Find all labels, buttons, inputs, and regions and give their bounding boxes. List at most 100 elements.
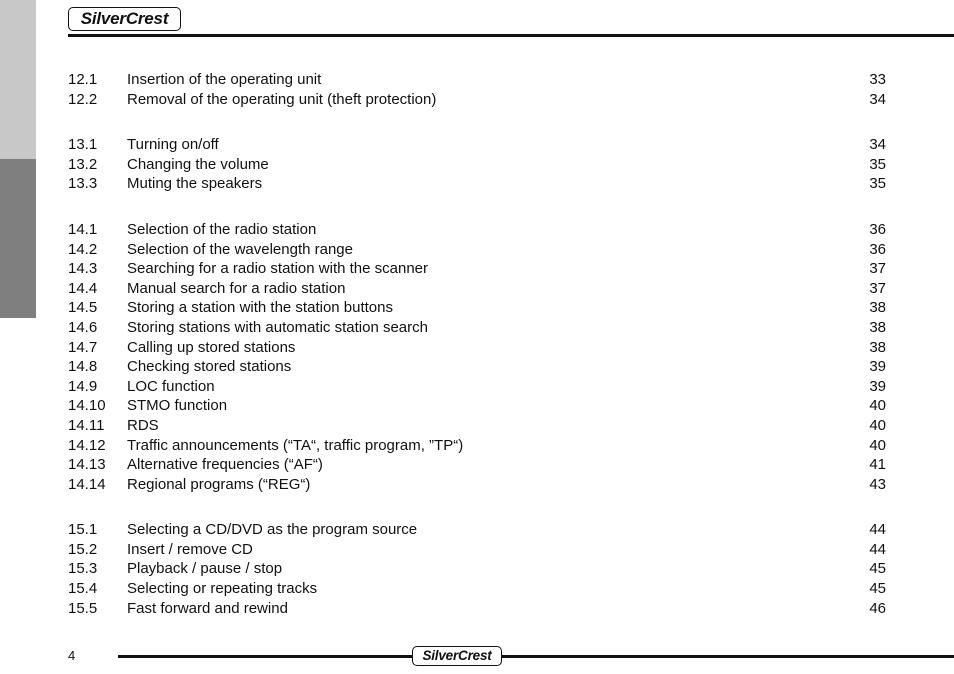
toc-entry: 14.7 Calling up stored stations 38 xyxy=(68,338,888,358)
toc-entry-number: 14.7 xyxy=(68,338,98,356)
toc-entry-page: 46 xyxy=(869,599,886,617)
toc-entry: 14.12 Traffic announcements (“TA“, traff… xyxy=(68,436,888,456)
toc-entry-number: 15.2 xyxy=(68,540,98,558)
table-of-contents: 12.1 Insertion of the operating unit 33 … xyxy=(68,70,888,644)
toc-section-14: 14.1 Selection of the radio station 36 1… xyxy=(68,220,888,494)
toc-entry-title: Turning on/off xyxy=(127,136,219,154)
toc-entry-number: 15.4 xyxy=(68,580,98,598)
toc-entry: 13.3 Muting the speakers 35 xyxy=(68,174,888,194)
toc-entry: 14.13 Alternative frequencies (“AF“) 41 xyxy=(68,455,888,475)
toc-entry-title: Insertion of the operating unit xyxy=(127,71,322,88)
toc-entry-title: Removal of the operating unit (theft pro… xyxy=(127,90,437,108)
toc-entry-page: 44 xyxy=(869,540,886,558)
toc-entry-page: 33 xyxy=(869,71,886,88)
toc-entry-title: Muting the speakers xyxy=(127,175,263,193)
toc-entry-number: 13.2 xyxy=(68,155,98,173)
toc-entry-page: 41 xyxy=(869,456,886,474)
toc-entry-title: Storing a station with the station butto… xyxy=(127,299,393,317)
toc-section-12: 12.1 Insertion of the operating unit 33 … xyxy=(68,70,888,109)
toc-entry-page: 34 xyxy=(869,90,886,108)
toc-section-15: 15.1 Selecting a CD/DVD as the program s… xyxy=(68,520,888,618)
toc-entry-page: 35 xyxy=(869,175,886,193)
header-divider xyxy=(68,34,954,37)
toc-entry-page: 38 xyxy=(869,318,886,336)
toc-entry-number: 14.2 xyxy=(68,240,98,258)
toc-entry-number: 12.2 xyxy=(68,90,98,108)
toc-entry-title: Regional programs (“REG“) xyxy=(127,475,311,493)
toc-entry: 14.3 Searching for a radio station with … xyxy=(68,259,888,279)
page-number: 4 xyxy=(68,648,76,663)
toc-entry-title: STMO function xyxy=(127,397,228,415)
toc-entry-number: 15.5 xyxy=(68,599,98,617)
toc-entry: 14.8 Checking stored stations 39 xyxy=(68,357,888,377)
toc-entry: 15.4 Selecting or repeating tracks 45 xyxy=(68,579,888,599)
toc-entry-title: Manual search for a radio station xyxy=(127,279,346,297)
toc-entry-page: 39 xyxy=(869,358,886,376)
toc-entry-page: 36 xyxy=(869,220,886,238)
toc-entry-title: Storing stations with automatic station … xyxy=(127,318,428,336)
toc-entry-number: 14.14 xyxy=(68,475,106,493)
toc-entry-title: Searching for a radio station with the s… xyxy=(127,260,429,278)
side-tab-light xyxy=(0,0,36,159)
toc-entry-title: Selecting or repeating tracks xyxy=(127,580,318,598)
toc-entry: 14.6 Storing stations with automatic sta… xyxy=(68,318,888,338)
toc-entry: 14.14 Regional programs (“REG“) 43 xyxy=(68,475,888,495)
toc-entry-page: 45 xyxy=(869,580,886,598)
toc-entry-number: 14.11 xyxy=(68,416,105,434)
toc-entry-title: Selection of the radio station xyxy=(127,220,317,238)
toc-entry: 15.5 Fast forward and rewind 46 xyxy=(68,599,888,619)
toc-entry-number: 14.8 xyxy=(68,358,98,376)
toc-entry-title: Alternative frequencies (“AF“) xyxy=(127,456,323,474)
toc-entry-page: 45 xyxy=(869,560,886,578)
toc-entry: 14.4 Manual search for a radio station 3… xyxy=(68,279,888,299)
toc-entry-page: 38 xyxy=(869,299,886,317)
toc-entry: 15.1 Selecting a CD/DVD as the program s… xyxy=(68,520,888,540)
toc-entry-title: LOC function xyxy=(127,377,215,395)
toc-entry-page: 36 xyxy=(869,240,886,258)
toc-entry: 15.2 Insert / remove CD 44 xyxy=(68,540,888,560)
toc-entry-title: Selecting a CD/DVD as the program source xyxy=(127,521,418,539)
toc-entry-number: 14.1 xyxy=(68,220,98,238)
toc-entry-page: 34 xyxy=(869,136,886,154)
toc-entry-number: 14.5 xyxy=(68,299,98,317)
toc-entry-title: RDS xyxy=(127,416,159,434)
toc-entry-title: Insert / remove CD xyxy=(127,540,253,558)
header-logo: SilverCrest xyxy=(68,7,181,31)
toc-entry-page: 37 xyxy=(869,260,886,278)
toc-entry-page: 40 xyxy=(869,397,886,415)
toc-entry-number: 14.9 xyxy=(68,377,98,395)
toc-entry-number: 14.6 xyxy=(68,318,98,336)
toc-entry: 14.5 Storing a station with the station … xyxy=(68,298,888,318)
toc-entry-number: 12.1 xyxy=(68,71,98,88)
toc-entry-page: 40 xyxy=(869,416,886,434)
toc-entry-title: Calling up stored stations xyxy=(127,338,296,356)
toc-entry-number: 14.4 xyxy=(68,279,98,297)
toc-entry: 15.3 Playback / pause / stop 45 xyxy=(68,559,888,579)
footer-divider xyxy=(118,655,954,658)
toc-entry-title: Fast forward and rewind xyxy=(127,599,288,617)
toc-entry-page: 43 xyxy=(869,475,886,493)
toc-entry: 14.2 Selection of the wavelength range 3… xyxy=(68,240,888,260)
toc-entry-number: 13.1 xyxy=(68,136,98,154)
toc-entry-number: 15.3 xyxy=(68,560,98,578)
toc-entry: 14.10 STMO function 40 xyxy=(68,396,888,416)
toc-entry-title: Checking stored stations xyxy=(127,358,292,376)
toc-entry-title: Playback / pause / stop xyxy=(127,560,283,578)
toc-entry-page: 44 xyxy=(869,521,886,539)
toc-entry: 13.1 Turning on/off 34 xyxy=(68,135,888,155)
toc-entry-page: 38 xyxy=(869,338,886,356)
toc-entry-page: 40 xyxy=(869,436,886,454)
toc-entry-page: 37 xyxy=(869,279,886,297)
toc-entry-page: 39 xyxy=(869,377,886,395)
toc-entry-page: 35 xyxy=(869,155,886,173)
toc-section-13: 13.1 Turning on/off 34 13.2 Changing the… xyxy=(68,135,888,194)
footer-logo: SilverCrest xyxy=(412,646,502,666)
toc-entry-number: 14.12 xyxy=(68,436,106,454)
toc-entry: 14.11 RDS 40 xyxy=(68,416,888,436)
toc-entry: 14.9 LOC function 39 xyxy=(68,377,888,397)
toc-entry-title: Traffic announcements (“TA“, traffic pro… xyxy=(127,436,464,454)
toc-entry-title: Changing the volume xyxy=(127,155,269,173)
toc-entry-number: 14.10 xyxy=(68,397,106,415)
toc-entry: 13.2 Changing the volume 35 xyxy=(68,155,888,175)
toc-entry-number: 14.13 xyxy=(68,456,106,474)
